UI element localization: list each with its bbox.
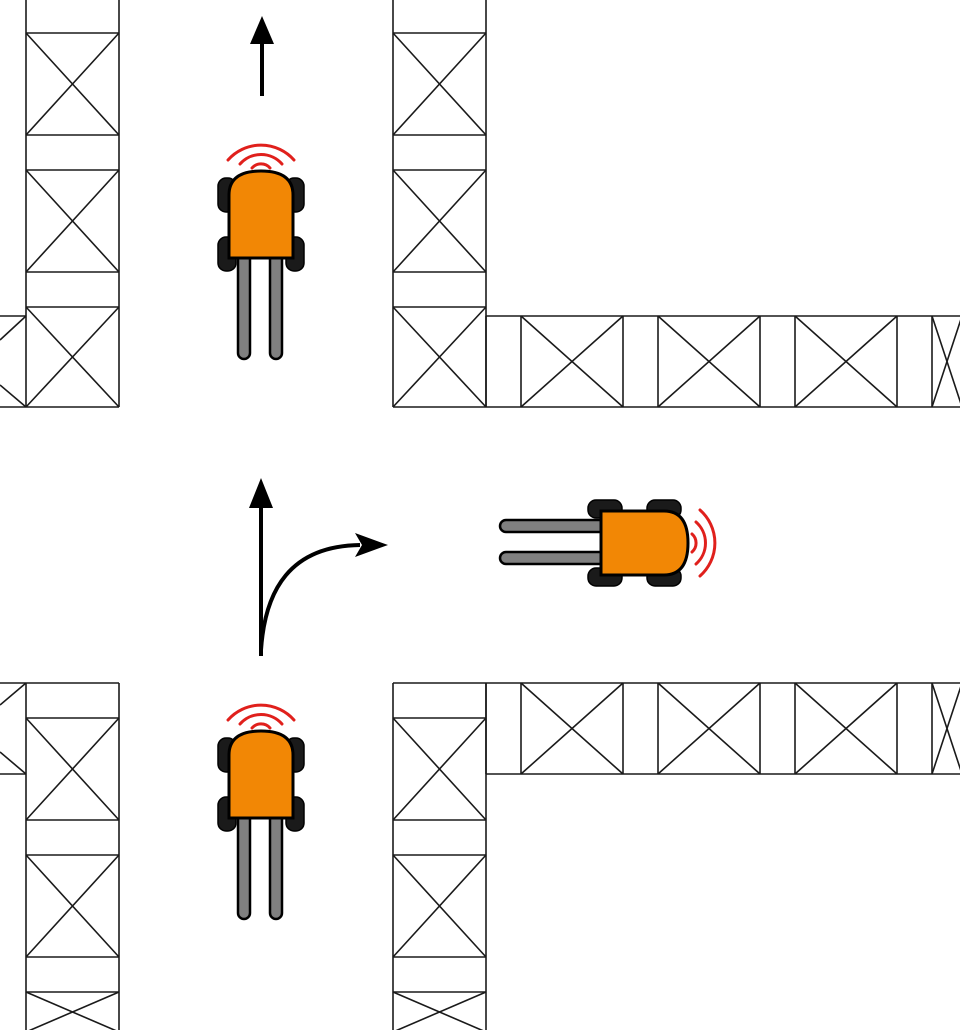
rack-left-upper xyxy=(25,0,120,408)
rack-right-lower-horizontal xyxy=(485,682,960,775)
rack-right-lower-vertical xyxy=(392,682,487,1030)
rack-right-upper-horizontal xyxy=(485,315,960,408)
rack-left-lower xyxy=(25,682,120,1030)
rack-left-edge-lower xyxy=(0,682,27,775)
rack-left-edge-upper xyxy=(0,315,27,408)
arrow-top xyxy=(250,16,274,96)
arrow-middle xyxy=(249,478,388,656)
